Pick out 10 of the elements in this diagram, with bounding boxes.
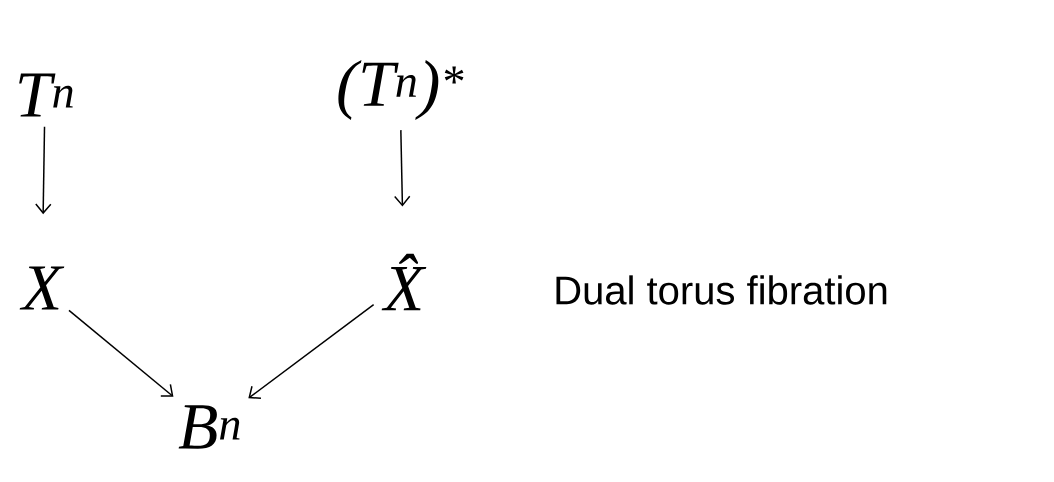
math-symbol: T$^{n}$: [19, 73, 73, 117]
caption-text: Dual torus fibration: [556, 275, 887, 305]
math-symbol: X: [19, 266, 65, 310]
math-symbol: (T$^{n}$)$^{*}$: [338, 60, 464, 120]
arrow: [35, 126, 52, 215]
arrow: [394, 129, 411, 207]
math-symbol: B$^{n}$: [178, 405, 240, 449]
math-symbol: X̂: [381, 253, 427, 311]
arrow: [68, 309, 174, 397]
arrow: [248, 303, 375, 399]
